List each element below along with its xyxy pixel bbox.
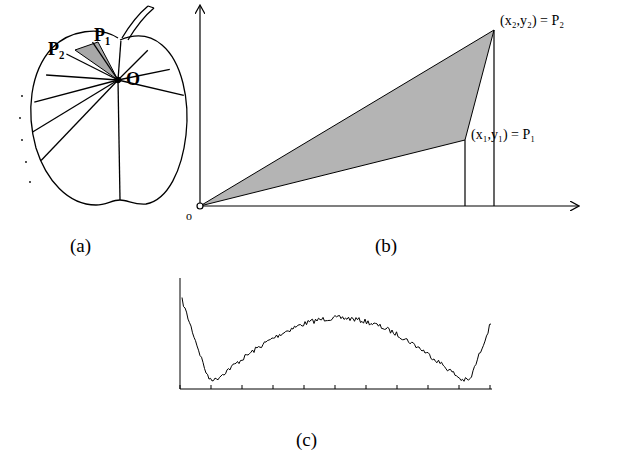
tick — [211, 385, 212, 389]
point-label: (x₂,y₂) = P₂ — [500, 14, 564, 28]
radial-line — [34, 80, 118, 102]
axis-ticks — [180, 385, 490, 389]
center-point — [116, 78, 121, 83]
y-axis — [199, 6, 200, 206]
point-label: P₁ — [94, 26, 110, 44]
radial-line — [118, 41, 121, 80]
x-axis — [200, 205, 578, 206]
tick — [428, 385, 429, 389]
tick — [335, 385, 336, 389]
drop-line — [464, 140, 465, 206]
dot-mark — [21, 139, 23, 141]
x-axis — [180, 389, 492, 390]
tick — [490, 385, 491, 389]
tick — [366, 385, 367, 389]
profile-curve — [182, 298, 491, 382]
point-label: O — [126, 70, 140, 88]
radial-line — [46, 75, 118, 80]
drop-line — [493, 30, 494, 206]
y-axis — [180, 278, 181, 389]
tick — [242, 385, 243, 389]
radial-line — [66, 54, 118, 80]
radial-line — [118, 80, 120, 200]
origin-point — [197, 203, 203, 209]
tick — [304, 385, 305, 389]
profile-chart — [180, 278, 492, 389]
radial-line — [118, 69, 170, 80]
panel-caption: (c) — [296, 430, 317, 449]
dot-mark — [21, 95, 23, 97]
dotted-marks — [19, 95, 31, 183]
dot-mark — [19, 117, 21, 119]
point-label: o — [186, 210, 192, 222]
radial-line — [93, 42, 119, 80]
tick — [180, 385, 181, 389]
apple-outline — [31, 31, 187, 205]
tick — [397, 385, 398, 389]
point-label: (x₁,y₁) = P₁ — [471, 128, 535, 142]
panel-caption: (a) — [70, 236, 91, 255]
radial-lines — [33, 41, 184, 161]
tick — [273, 385, 274, 389]
dot-mark — [25, 161, 27, 163]
shaded-triangle — [200, 30, 494, 206]
panel-caption: (b) — [375, 236, 397, 255]
tick — [459, 385, 460, 389]
dot-mark — [29, 181, 31, 183]
radial-line — [33, 80, 118, 132]
axes-figure — [197, 6, 578, 209]
point-label: P₂ — [48, 40, 64, 58]
apple-figure — [19, 6, 187, 205]
apple-stem — [122, 6, 154, 40]
